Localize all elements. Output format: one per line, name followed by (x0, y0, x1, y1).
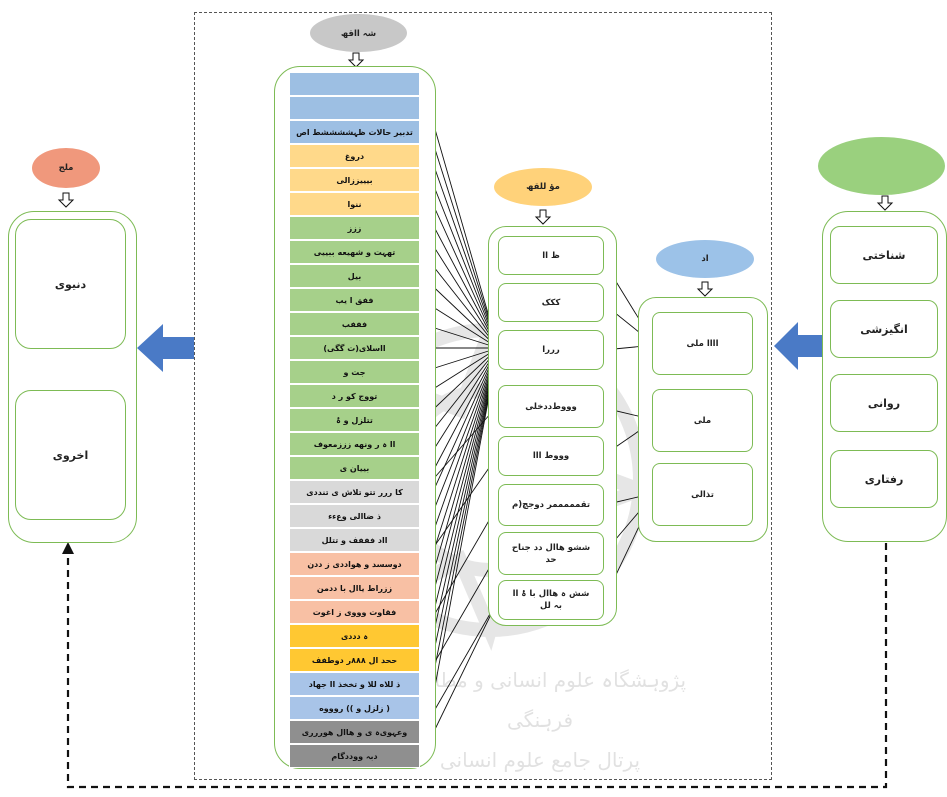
watermark-text: پژوہشگاہ علوم انسانی و مطالعات فرہنگی پر… (394, 668, 687, 772)
mid-item-6: تقمممممر دوجچ(م (498, 484, 604, 526)
behavior-cell: بییان ی (289, 456, 420, 480)
behavior-cell: ننوا (289, 192, 420, 216)
right-item-4: رفتاری (830, 450, 938, 508)
blue-arrow-right-icon (774, 322, 825, 370)
blue-arrow-left-icon (137, 324, 194, 372)
behavior-cell: تدبیر حالات ظہششششط اص (289, 120, 420, 144)
mid-header-ellipse: مؤ للقھ (494, 168, 592, 206)
left-header-label: ملج (58, 163, 74, 173)
mid-item-3: رررا (498, 330, 604, 370)
small-header-label: اد (701, 254, 709, 264)
behavior-cell: تهہت و شهیعه ببییی (289, 240, 420, 264)
behavior-cell: فقاوت وووی ز اغوت (289, 600, 420, 624)
right-item-3: روانی (830, 374, 938, 432)
left-item-2: اخروی (15, 390, 126, 520)
behavior-cell: اا ہ ر ونھه زززمعوف (289, 432, 420, 456)
right-item-1: شناختی (830, 226, 938, 284)
behavior-cell: تووج کو ر د (289, 384, 420, 408)
behavior-cell (289, 72, 420, 96)
small-item-3: تذالی (652, 463, 753, 526)
mid-item-2: ککک (498, 283, 604, 322)
behavior-cell: بیییززالی (289, 168, 420, 192)
behavior-cell: وعہوی‌ہ ی و هاال هوررری (289, 720, 420, 744)
behavior-cell: فففب (289, 312, 420, 336)
behavior-cell: کا ررر تتو تلاش ی تنددی (289, 480, 420, 504)
behavior-cell: ذ ضاالی وعءء (289, 504, 420, 528)
mid-item-4: وووط‌ددخلی (498, 385, 604, 428)
behavior-cell: ححد ال ۸۸۸ر دوطفف (289, 648, 420, 672)
behavior-cell: ذ للاه للا و تخخذ اا جهاد (289, 672, 420, 696)
mid-item-8: شش ہ هاال با ۂ اا بہ لل (498, 580, 604, 620)
behavior-cell: ( زلزل و )) روووه (289, 696, 420, 720)
small-item-1: اااا ملی (652, 312, 753, 375)
top-header-ellipse: شہ ااقھ (310, 14, 407, 52)
behavior-cell: ااد فففف و تتلل (289, 528, 420, 552)
small-item-2: ملی (652, 389, 753, 452)
behavior-cell: ززراط یاال با ددمن (289, 576, 420, 600)
mid-header-label: مؤ للقھ (526, 182, 560, 192)
mid-item-5: وووط ااا (498, 436, 604, 476)
behavior-cell: جت و (289, 360, 420, 384)
right-header-ellipse (818, 137, 945, 195)
small-header-ellipse: اد (656, 240, 754, 278)
behavior-cell: ااسلای(ت گگی) (289, 336, 420, 360)
mid-item-1: ظ اا (498, 236, 604, 275)
behavior-cell: دروغ (289, 144, 420, 168)
top-header-label: شہ ااقھ (340, 28, 377, 39)
behavior-cell: ززز (289, 216, 420, 240)
right-item-2: انگیزشی (830, 300, 938, 358)
behavior-cell: ہ دددی (289, 624, 420, 648)
behavior-cell: دوسسد و هواددی ز ددن (289, 552, 420, 576)
behavior-cell: تتلزل و ۂ (289, 408, 420, 432)
behavior-cell: بیل (289, 264, 420, 288)
left-header-ellipse: ملج (32, 148, 100, 188)
left-item-1: دنیوی (15, 219, 126, 349)
behavior-cell (289, 96, 420, 120)
behavior-cell: دبہ ووددگام (289, 744, 420, 768)
feedback-arrowhead-icon (62, 542, 74, 554)
central-dashed-frame (194, 12, 772, 780)
mid-item-7: ششو هاال دد جناح حد (498, 532, 604, 575)
behavior-cell: ففق ا یب (289, 288, 420, 312)
